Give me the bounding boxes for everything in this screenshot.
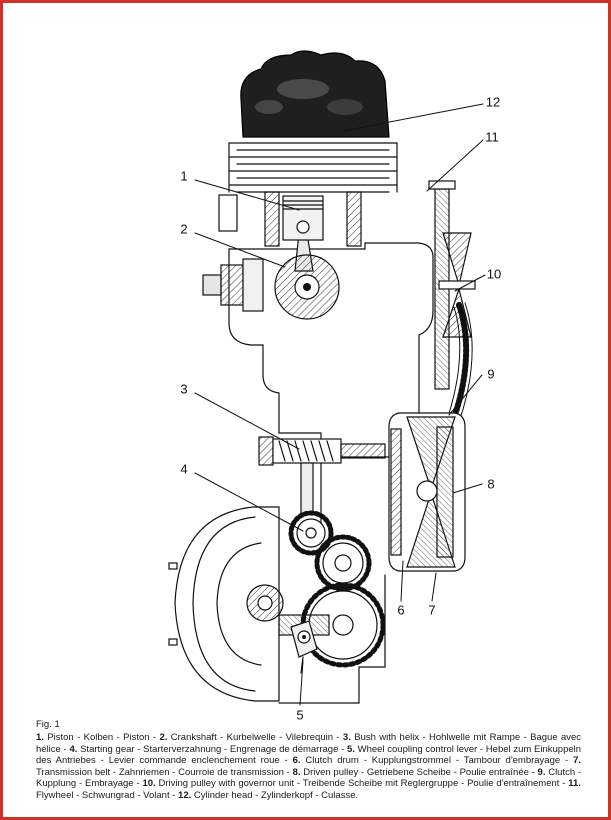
callout-8: 8 bbox=[487, 476, 495, 492]
callout-5: 5 bbox=[296, 707, 304, 723]
driven-pulley-assembly bbox=[388, 412, 466, 572]
callout-10: 10 bbox=[486, 266, 502, 282]
callout-4: 4 bbox=[180, 461, 188, 477]
cylinder-fins bbox=[228, 142, 398, 193]
coupling-lever bbox=[290, 620, 318, 674]
callout-12: 12 bbox=[485, 94, 501, 110]
engine-cutaway-diagram bbox=[168, 50, 486, 706]
callout-7: 7 bbox=[428, 602, 436, 618]
callout-6: 6 bbox=[397, 602, 405, 618]
starting-gear bbox=[288, 510, 334, 556]
figure-label: Fig. 1 bbox=[36, 719, 60, 730]
callout-11: 11 bbox=[485, 129, 499, 145]
callout-3: 3 bbox=[180, 381, 188, 397]
helix-bush bbox=[258, 436, 386, 514]
crankshaft bbox=[202, 194, 340, 320]
callout-1: 1 bbox=[180, 168, 188, 184]
cylinder-head bbox=[240, 50, 390, 138]
callout-2: 2 bbox=[180, 221, 188, 237]
clutch-drum bbox=[390, 428, 402, 556]
figure-caption: 1. Piston - Kolben - Piston - 2. Cranksh… bbox=[36, 732, 582, 801]
wheel-hub-cover bbox=[168, 506, 330, 702]
callout-leader-lines bbox=[194, 103, 486, 706]
clutch bbox=[436, 426, 454, 558]
callout-9: 9 bbox=[487, 366, 495, 382]
